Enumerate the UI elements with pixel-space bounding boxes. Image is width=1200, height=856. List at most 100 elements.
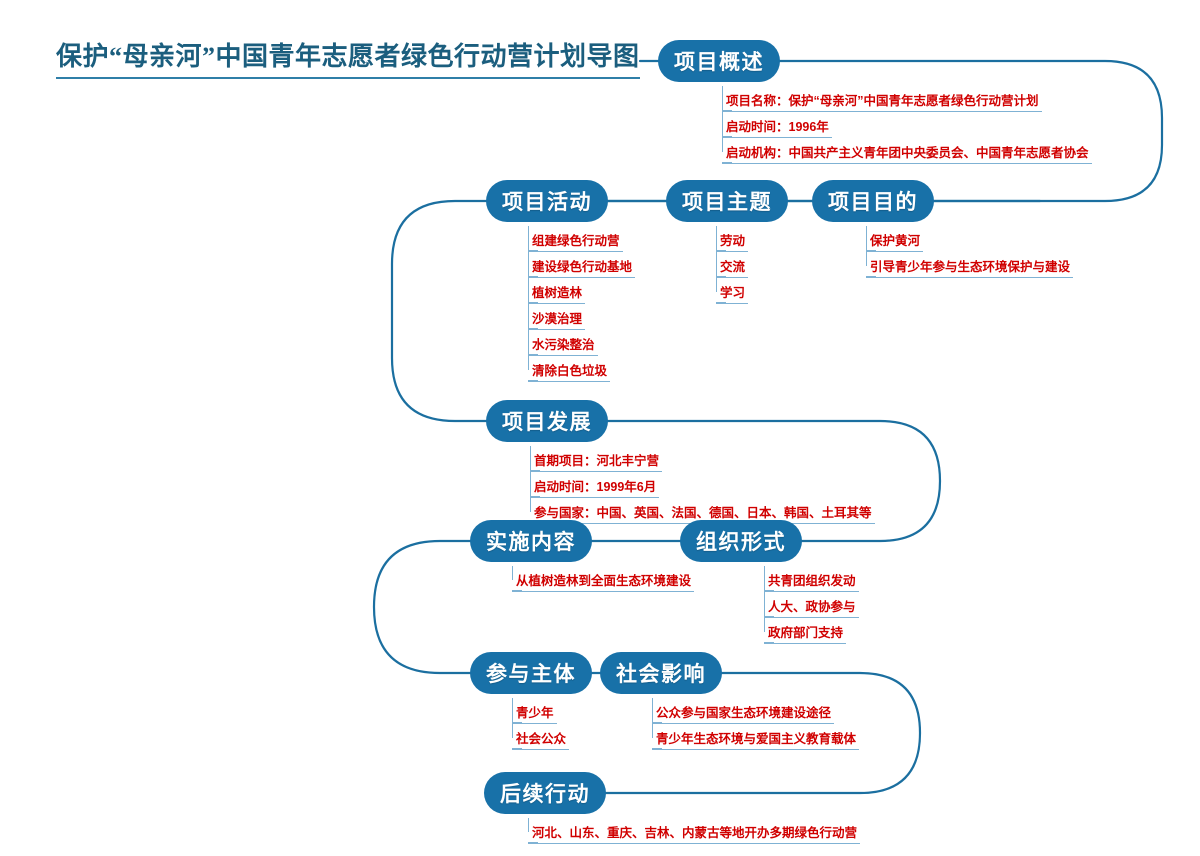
child-spine xyxy=(512,698,514,738)
child-label: 学习 xyxy=(716,286,749,304)
child-stub xyxy=(866,276,876,278)
list-item[interactable]: 首期项目：河北丰宁营 xyxy=(530,446,875,472)
children-activities: 组建绿色行动营 建设绿色行动基地 植树造林 沙漠治理 水污染整治 清除白色垃圾 xyxy=(528,226,636,382)
list-item[interactable]: 社会公众 xyxy=(512,724,570,750)
children-purpose: 保护黄河 引导青少年参与生态环境保护与建设 xyxy=(866,226,1074,278)
child-stub xyxy=(512,748,522,750)
child-stub xyxy=(652,722,662,724)
child-label: 从植树造林到全面生态环境建设 xyxy=(512,574,695,592)
children-organization: 共青团组织发动 人大、政协参与 政府部门支持 xyxy=(764,566,859,644)
list-item[interactable]: 青少年生态环境与爱国主义教育载体 xyxy=(652,724,860,750)
list-item[interactable]: 组建绿色行动营 xyxy=(528,226,635,252)
child-stub xyxy=(652,748,662,750)
child-stub xyxy=(512,722,522,724)
child-stub xyxy=(528,250,538,252)
child-spine xyxy=(866,226,868,266)
child-stub xyxy=(722,162,732,164)
node-label: 后续行动 xyxy=(500,782,590,806)
child-stub xyxy=(512,590,522,592)
list-item[interactable]: 沙漠治理 xyxy=(528,304,635,330)
child-label: 启动时间：1996年 xyxy=(722,120,832,138)
list-item[interactable]: 清除白色垃圾 xyxy=(528,356,635,382)
list-item[interactable]: 植树造林 xyxy=(528,278,635,304)
child-stub xyxy=(716,302,726,304)
list-item[interactable]: 人大、政协参与 xyxy=(764,592,859,618)
child-stub xyxy=(764,616,774,618)
child-label: 建设绿色行动基地 xyxy=(528,260,636,278)
child-stub xyxy=(722,110,732,112)
list-item[interactable]: 启动时间：1996年 xyxy=(722,112,1092,138)
node-organization[interactable]: 组织形式 xyxy=(680,520,802,562)
child-label: 社会公众 xyxy=(512,732,570,750)
child-stub xyxy=(764,590,774,592)
list-item[interactable]: 劳动 xyxy=(716,226,749,252)
node-label: 实施内容 xyxy=(486,530,576,554)
node-label: 项目发展 xyxy=(502,410,592,434)
child-stub xyxy=(528,842,538,844)
list-item[interactable]: 政府部门支持 xyxy=(764,618,859,644)
children-overview: 项目名称：保护“母亲河”中国青年志愿者绿色行动营计划 启动时间：1996年 启动… xyxy=(722,86,1092,164)
node-followup[interactable]: 后续行动 xyxy=(484,772,606,814)
child-spine xyxy=(764,566,766,632)
children-followup: 河北、山东、重庆、吉林、内蒙古等地开办多期绿色行动营 xyxy=(528,818,861,844)
child-label: 项目名称：保护“母亲河”中国青年志愿者绿色行动营计划 xyxy=(722,94,1042,112)
node-content[interactable]: 实施内容 xyxy=(470,520,592,562)
child-label: 沙漠治理 xyxy=(528,312,586,330)
node-activities[interactable]: 项目活动 xyxy=(486,180,608,222)
child-spine xyxy=(530,446,532,512)
children-content: 从植树造林到全面生态环境建设 xyxy=(512,566,695,592)
node-overview[interactable]: 项目概述 xyxy=(658,40,780,82)
list-item[interactable]: 交流 xyxy=(716,252,749,278)
list-item[interactable]: 青少年 xyxy=(512,698,569,724)
list-item[interactable]: 学习 xyxy=(716,278,749,304)
children-impact: 公众参与国家生态环境建设途径 青少年生态环境与爱国主义教育载体 xyxy=(652,698,860,750)
children-themes: 劳动 交流 学习 xyxy=(716,226,749,304)
list-item[interactable]: 建设绿色行动基地 xyxy=(528,252,636,278)
children-participants: 青少年 社会公众 xyxy=(512,698,570,750)
list-item[interactable]: 启动机构：中国共产主义青年团中央委员会、中国青年志愿者协会 xyxy=(722,138,1092,164)
child-label: 交流 xyxy=(716,260,749,278)
node-label: 项目主题 xyxy=(682,190,772,214)
node-label: 项目目的 xyxy=(828,190,918,214)
child-label: 公众参与国家生态环境建设途径 xyxy=(652,706,835,724)
child-spine xyxy=(652,698,654,738)
node-label: 项目概述 xyxy=(674,50,764,74)
child-spine xyxy=(528,818,530,832)
list-item[interactable]: 共青团组织发动 xyxy=(764,566,859,592)
node-label: 社会影响 xyxy=(616,662,706,686)
list-item[interactable]: 项目名称：保护“母亲河”中国青年志愿者绿色行动营计划 xyxy=(722,86,1092,112)
node-purpose[interactable]: 项目目的 xyxy=(812,180,934,222)
child-stub xyxy=(528,328,538,330)
node-themes[interactable]: 项目主题 xyxy=(666,180,788,222)
list-item[interactable]: 引导青少年参与生态环境保护与建设 xyxy=(866,252,1074,278)
child-label: 启动时间：1999年6月 xyxy=(530,480,660,498)
child-label: 青少年生态环境与爱国主义教育载体 xyxy=(652,732,860,750)
child-label: 政府部门支持 xyxy=(764,626,847,644)
list-item[interactable]: 从植树造林到全面生态环境建设 xyxy=(512,566,695,592)
list-item[interactable]: 保护黄河 xyxy=(866,226,1073,252)
child-label: 引导青少年参与生态环境保护与建设 xyxy=(866,260,1074,278)
child-spine xyxy=(722,86,724,152)
child-stub xyxy=(528,302,538,304)
node-development[interactable]: 项目发展 xyxy=(486,400,608,442)
child-label: 首期项目：河北丰宁营 xyxy=(530,454,663,472)
node-impact[interactable]: 社会影响 xyxy=(600,652,722,694)
child-label: 启动机构：中国共产主义青年团中央委员会、中国青年志愿者协会 xyxy=(722,146,1092,164)
node-participants[interactable]: 参与主体 xyxy=(470,652,592,694)
child-label: 清除白色垃圾 xyxy=(528,364,611,382)
list-item[interactable]: 公众参与国家生态环境建设途径 xyxy=(652,698,859,724)
children-development: 首期项目：河北丰宁营 启动时间：1999年6月 参与国家：中国、英国、法国、德国… xyxy=(530,446,875,524)
list-item[interactable]: 河北、山东、重庆、吉林、内蒙古等地开办多期绿色行动营 xyxy=(528,818,861,844)
child-stub xyxy=(722,136,732,138)
child-label: 人大、政协参与 xyxy=(764,600,859,618)
list-item[interactable]: 启动时间：1999年6月 xyxy=(530,472,875,498)
child-label: 劳动 xyxy=(716,234,749,252)
map-title: 保护“母亲河”中国青年志愿者绿色行动营计划导图 xyxy=(56,36,640,79)
list-item[interactable]: 水污染整治 xyxy=(528,330,635,356)
child-label: 共青团组织发动 xyxy=(764,574,859,592)
child-stub xyxy=(530,470,540,472)
child-label: 植树造林 xyxy=(528,286,586,304)
node-label: 项目活动 xyxy=(502,190,592,214)
child-stub xyxy=(528,354,538,356)
